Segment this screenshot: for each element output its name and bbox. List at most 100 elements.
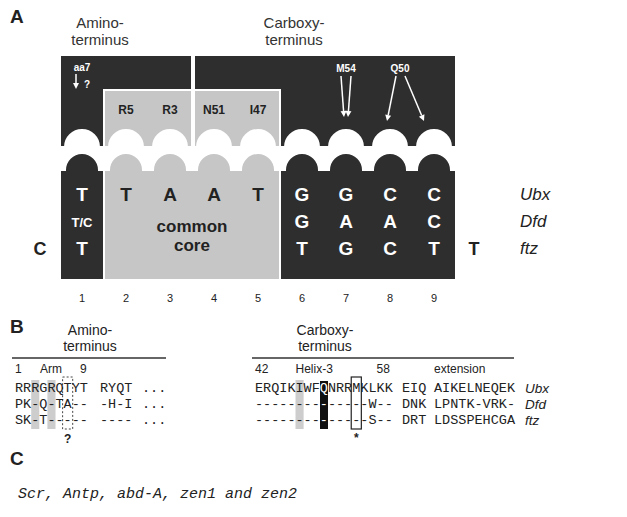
panel-letter: A — [10, 6, 24, 28]
region-rule — [12, 357, 166, 359]
residue-label: R5 — [118, 103, 133, 117]
sequence-text: RYQT — [100, 381, 132, 397]
sequence-text: -------- — [255, 397, 320, 413]
sequence-highlight: Q — [320, 381, 328, 397]
residue-range: 9 — [80, 362, 87, 376]
base-letter: G — [339, 184, 354, 206]
base-letter: C — [383, 184, 397, 206]
pointer-arrow — [341, 76, 344, 111]
sequence-highlight: - — [320, 413, 328, 429]
sequence-text: LDSSPEHCGA — [434, 413, 515, 429]
sequence-text: ... — [142, 413, 166, 429]
sequence-text: ERQIKIWF — [255, 381, 320, 397]
sequence-text: -------- — [255, 413, 320, 429]
species-name: ftz — [525, 413, 539, 429]
shape-fill — [104, 153, 280, 280]
carboxy-terminus-region: Carboxy- terminusM54Q50N51I47 — [194, 55, 456, 147]
residue-label: Q50 — [391, 63, 410, 74]
pointer-arrow — [75, 74, 77, 83]
residue-label: R3 — [162, 103, 177, 117]
species-name: Dfd — [520, 212, 546, 232]
shape-fill — [280, 153, 456, 280]
region-rule — [252, 357, 514, 359]
position-number: 2 — [123, 292, 129, 304]
sequence-text: AIKELNEQEK — [434, 381, 515, 397]
contact-region: N51 I47 — [194, 90, 280, 147]
position-number: 7 — [343, 292, 349, 304]
sequence-text: -H-I — [100, 397, 132, 413]
annotation-mark: * — [354, 431, 359, 445]
base-letter: T — [428, 238, 440, 260]
sequence-text: DRT — [402, 413, 426, 429]
base-letter: T — [76, 238, 88, 260]
shape-fill — [194, 90, 280, 147]
shape-fill — [60, 55, 192, 147]
gene-list: Scr, Antp, abd-A, zen1 and zen2 — [18, 486, 297, 503]
arrow-head — [419, 114, 425, 121]
annotation-mark: ? — [64, 432, 71, 446]
shape-fill — [194, 55, 456, 147]
base-letter: T — [252, 184, 264, 206]
residue-range: Arm — [40, 362, 62, 376]
sequence-text: PK-Q-TA-- — [15, 397, 88, 413]
region-heading: Amino- terminus — [48, 322, 133, 354]
residue-label: ? — [84, 79, 90, 90]
base-position-tab: T T/C T — [60, 150, 104, 280]
residue-label: aa7 — [74, 62, 91, 73]
sequence-text: NRRMKLKK — [328, 381, 393, 397]
sequence-text: -----S-- — [328, 413, 393, 429]
flanking-base: C — [34, 239, 47, 260]
base-letter: A — [163, 184, 177, 206]
arrow-head — [345, 111, 351, 117]
base-letter: T — [76, 184, 88, 206]
base-letter: C — [427, 211, 441, 233]
region-heading: Amino- terminus — [58, 14, 143, 48]
arrow-head — [73, 83, 79, 89]
pointer-arrow — [388, 76, 396, 115]
species-name: ftz — [520, 239, 538, 259]
sequence-text: -----W-- — [328, 397, 393, 413]
panel-letter: C — [10, 448, 24, 470]
residue-range: 1 — [15, 362, 22, 376]
residue-label: N51 — [203, 103, 225, 117]
sequence-text: ... — [142, 381, 166, 397]
flanking-base: T — [469, 239, 480, 260]
residue-range: 58 — [377, 362, 390, 376]
position-number: 9 — [431, 292, 437, 304]
position-number: 8 — [387, 292, 393, 304]
contact-region: R5 R3 — [104, 90, 192, 147]
base-letter: T — [120, 184, 132, 206]
sequence-text: SK-T----- — [15, 413, 88, 429]
position-number: 5 — [255, 292, 261, 304]
sequence-text: LPNTK-VRK- — [434, 397, 515, 413]
region-heading: Carboxy- terminus — [252, 14, 337, 48]
shape-outline — [104, 90, 192, 147]
sequence-text: ---- — [100, 413, 132, 429]
sequence-text: DNK — [402, 397, 426, 413]
species-name: Ubx — [525, 381, 549, 397]
base-letter: T/C — [72, 215, 93, 230]
arrow-head — [385, 115, 391, 121]
residue-range: extension — [434, 362, 485, 376]
position-number: 6 — [299, 292, 305, 304]
common-core-tabs: T A A Tcommon core — [104, 150, 280, 280]
core-label: common core — [147, 217, 237, 255]
residue-range: Helix-3 — [296, 362, 333, 376]
sequence-text: EIQ — [402, 381, 426, 397]
amino-terminus-region: Amino- terminusaa7?R5R3 — [60, 55, 192, 147]
sequence-highlight: - — [320, 397, 328, 413]
base-letter: G — [339, 238, 354, 260]
sequence-text: RRRGRQTYT — [15, 381, 88, 397]
species-name: Dfd — [525, 397, 546, 413]
panel-letter: B — [10, 316, 24, 338]
arrow-head — [341, 111, 347, 117]
residue-label: M54 — [336, 63, 355, 74]
residue-label: I47 — [250, 103, 267, 117]
shape-fill — [60, 153, 104, 280]
base-position-tabs: GGCCGAACTGCT — [280, 150, 456, 280]
position-number: 1 — [79, 292, 85, 304]
base-letter: A — [207, 184, 221, 206]
base-letter: C — [383, 238, 397, 260]
shape-outline — [104, 150, 280, 280]
